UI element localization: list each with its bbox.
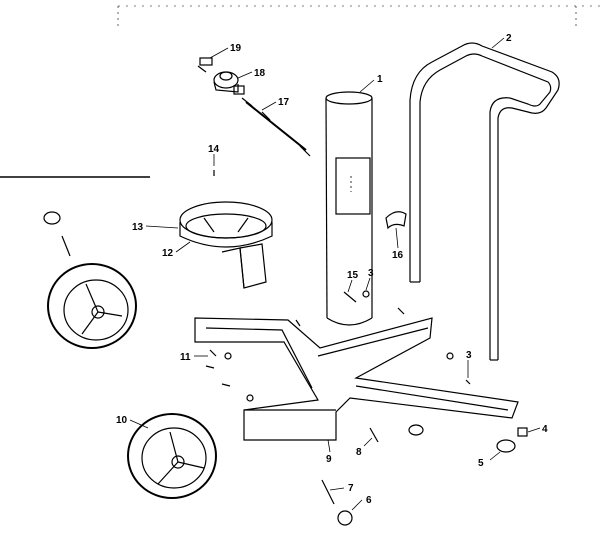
elbow-fitting-part: [385, 211, 407, 230]
callout-1: 1: [377, 74, 383, 85]
callout-7: 7: [348, 483, 354, 494]
callout-16: 16: [392, 250, 404, 261]
regulator-stem-part: [241, 97, 311, 157]
fitting-part: [197, 57, 213, 73]
wheel-part-upper: [47, 263, 137, 349]
callout-12: 12: [162, 248, 174, 259]
valve-part: [213, 71, 245, 95]
ring-bracket-part: [179, 201, 273, 289]
callout-8: 8: [356, 447, 362, 458]
callout-3-upper: 3: [368, 268, 374, 279]
callout-18: 18: [254, 68, 266, 79]
callout-4: 4: [542, 424, 548, 435]
callout-labels: 19 18 17 1 2 14 13 12 16 15 3 3 11 10 9 …: [116, 33, 548, 506]
wheel-part-lower: [127, 413, 217, 499]
scan-border: [0, 5, 600, 178]
handle-part: [409, 42, 560, 361]
leader-lines: [129, 37, 541, 511]
callout-9: 9: [326, 454, 332, 465]
callout-5: 5: [478, 458, 484, 469]
callout-11: 11: [180, 352, 191, 363]
callout-15: 15: [347, 270, 359, 281]
hardware-parts: [43, 170, 528, 526]
base-frame-part: [194, 317, 519, 441]
callout-13: 13: [132, 222, 144, 233]
cylinder-part: [325, 91, 373, 326]
callout-17: 17: [278, 97, 290, 108]
callout-2: 2: [506, 33, 512, 44]
callout-14: 14: [208, 144, 220, 155]
callout-19: 19: [230, 43, 242, 54]
callout-3-lower: 3: [466, 350, 472, 361]
callout-6: 6: [366, 495, 372, 506]
callout-10: 10: [116, 415, 128, 426]
